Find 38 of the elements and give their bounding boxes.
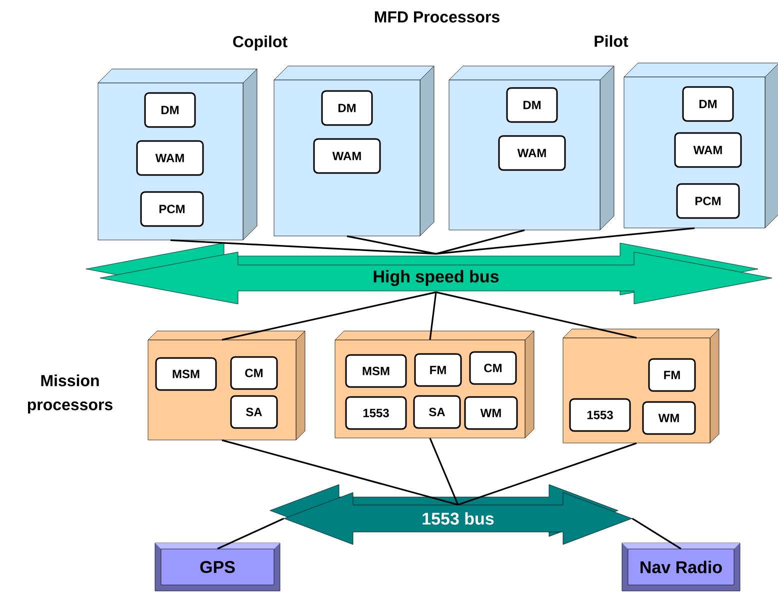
module-box: PCM — [140, 191, 204, 227]
module-box: 1553 — [569, 398, 631, 432]
module-box: WAM — [136, 140, 204, 176]
module-box: CM — [469, 351, 517, 385]
heading-label: Copilot — [233, 36, 288, 50]
module-box: 1553 — [345, 396, 407, 430]
module-box: WM — [642, 401, 696, 435]
module-box: CM — [230, 356, 278, 390]
device-box: GPS — [154, 542, 280, 592]
module-box: FM — [414, 353, 462, 387]
module-box: DM — [506, 87, 558, 123]
connector-line — [217, 518, 284, 550]
module-box: PCM — [676, 183, 740, 219]
module-box: DM — [321, 90, 373, 126]
module-box: SA — [230, 395, 278, 429]
module-box: WAM — [313, 138, 381, 174]
connector-line — [429, 292, 437, 340]
connector-line — [222, 439, 458, 506]
heading-label: Pilot — [594, 35, 628, 47]
module-box: DM — [144, 92, 196, 128]
module-box: DM — [682, 86, 734, 122]
connector-line — [429, 438, 459, 506]
heading-label: Mission processors — [28, 374, 112, 414]
module-box: WAM — [674, 132, 742, 168]
module-box: MSM — [155, 357, 217, 391]
module-box: FM — [648, 358, 696, 392]
module-box: MSM — [345, 354, 407, 388]
connector-line — [458, 442, 637, 506]
module-box: SA — [413, 395, 461, 429]
connector-line — [170, 239, 436, 255]
connector-line — [346, 235, 436, 255]
connector-line — [632, 518, 682, 550]
module-box: WM — [464, 396, 518, 430]
module-box: WAM — [498, 135, 566, 171]
connector-line — [436, 229, 525, 255]
heading-label: MFD Processors — [374, 11, 500, 23]
device-box: Nav Radio — [622, 542, 740, 592]
connector-line — [436, 227, 695, 255]
